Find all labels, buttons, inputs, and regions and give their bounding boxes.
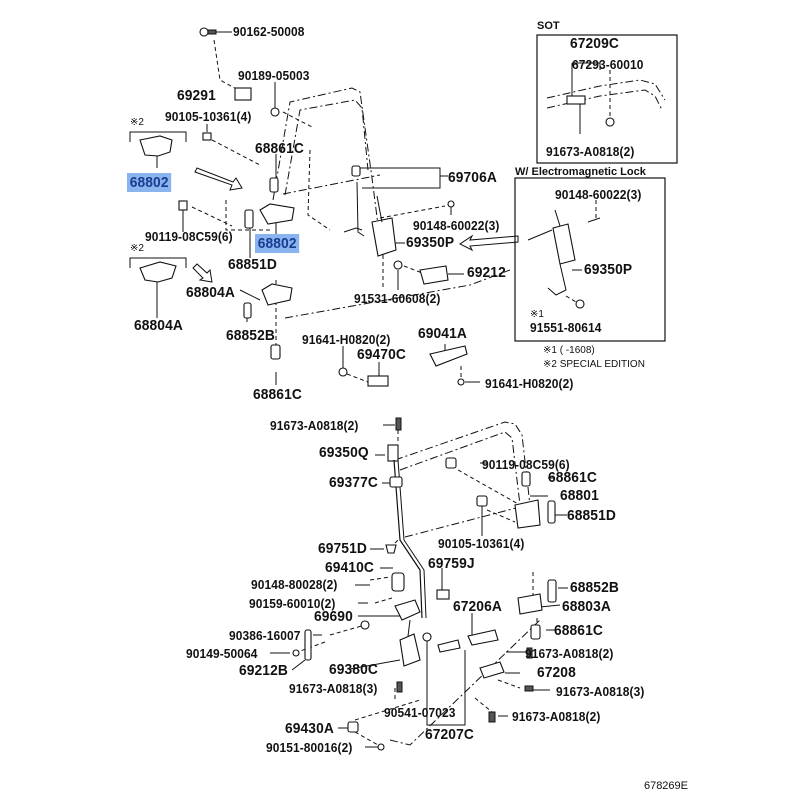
electromagnetic-lock-box-title: W/ Electromagnetic Lock <box>515 166 646 178</box>
part-number-label-68861c-bot2[interactable]: 68861C <box>554 622 603 639</box>
part-number-label-68804a-left[interactable]: 68804A <box>134 317 183 334</box>
part-number-label-68861c-bot1[interactable]: 68861C <box>548 469 597 486</box>
part-number-label-67206a[interactable]: 67206A <box>453 598 502 615</box>
upper-door-frame <box>272 87 511 319</box>
part-number-label-91641-h0820-a[interactable]: 91641-H0820(2) <box>302 332 391 347</box>
part-number-label-67208[interactable]: 67208 <box>537 664 576 681</box>
part-number-label-69350p-main[interactable]: 69350P <box>406 234 455 251</box>
part-number-label-91673-a0818-bot[interactable]: 91673-A0818(2) <box>512 709 601 724</box>
part-number-label-90119-08c59-top[interactable]: 90119-08C59(6) <box>145 229 233 244</box>
part-number-label-69430a[interactable]: 69430A <box>285 720 334 737</box>
part-number-label-68852b-top[interactable]: 68852B <box>226 327 275 344</box>
part-number-label-90119-08c59-bot[interactable]: 90119-08C59(6) <box>482 457 570 472</box>
part-number-label-90541-07023[interactable]: 90541-07023 <box>384 705 456 720</box>
part-number-label-67209c[interactable]: 67209C <box>570 35 619 52</box>
part-number-label-68801[interactable]: 68801 <box>560 487 599 504</box>
part-number-label-67207c[interactable]: 67207C <box>425 726 474 743</box>
special-edition-mark: ※2 <box>130 117 144 128</box>
electromagnetic-lock-inset-box <box>514 177 666 342</box>
part-number-label-69350q[interactable]: 69350Q <box>319 444 369 461</box>
part-number-label-69212[interactable]: 69212 <box>467 264 506 281</box>
part-number-label-69041a[interactable]: 69041A <box>418 325 467 342</box>
part-number-label-69212b[interactable]: 69212B <box>239 662 288 679</box>
part-number-label-91673-a0818-mid[interactable]: 91673-A0818(2) <box>525 646 614 661</box>
figure-id: 678269E <box>643 780 688 792</box>
part-number-label-69690[interactable]: 69690 <box>314 608 353 625</box>
lower-door-frame <box>389 421 541 746</box>
part-number-label-68861c-top[interactable]: 68861C <box>255 140 304 157</box>
part-number-label-90151-80016[interactable]: 90151-80016(2) <box>266 740 353 755</box>
part-number-label-68852b-bot[interactable]: 68852B <box>570 579 619 596</box>
part-number-label-68802-left[interactable]: 68802 <box>127 173 172 192</box>
footnote-special-edition: ※2 SPECIAL EDITION <box>543 359 645 370</box>
part-number-label-69410c[interactable]: 69410C <box>325 559 374 576</box>
part-number-label-91673-a0818-3b[interactable]: 91673-A0818(3) <box>556 684 645 699</box>
part-number-label-68804a-center[interactable]: 68804A <box>186 284 235 301</box>
part-number-label-91551-80614[interactable]: 91551-80614 <box>530 320 602 335</box>
part-number-label-90189-05003[interactable]: 90189-05003 <box>238 68 310 83</box>
footnote-date-range: ※1 ( -1608) <box>543 345 595 356</box>
part-number-label-91641-h0820-b[interactable]: 91641-H0820(2) <box>485 376 574 391</box>
part-number-label-91673-a0818-sot[interactable]: 91673-A0818(2) <box>546 144 635 159</box>
lower-parts <box>292 417 557 751</box>
part-number-label-69470c[interactable]: 69470C <box>357 346 406 363</box>
part-number-label-91673-a0818-3a[interactable]: 91673-A0818(3) <box>289 681 378 696</box>
part-number-label-90148-60022-main[interactable]: 90148-60022(3) <box>413 218 500 233</box>
part-number-label-90105-10361-top[interactable]: 90105-10361(4) <box>165 109 252 124</box>
part-number-label-91673-a0818-top2[interactable]: 91673-A0818(2) <box>270 418 359 433</box>
part-number-label-68851d-top[interactable]: 68851D <box>228 256 277 273</box>
special-edition-mark: ※2 <box>130 243 144 254</box>
date-range-mark: ※1 <box>530 309 544 320</box>
part-number-label-90148-80028[interactable]: 90148-80028(2) <box>251 577 338 592</box>
part-number-label-90386-16007[interactable]: 90386-16007 <box>229 628 301 643</box>
part-number-label-68851d-bot[interactable]: 68851D <box>567 507 616 524</box>
upper-parts <box>139 27 468 387</box>
part-number-label-68802-center[interactable]: 68802 <box>255 234 300 253</box>
part-number-label-69377c[interactable]: 69377C <box>329 474 378 491</box>
sot-inset-box <box>536 34 678 164</box>
part-number-label-90105-10361-bot[interactable]: 90105-10361(4) <box>438 536 525 551</box>
part-number-label-68861c-mid[interactable]: 68861C <box>253 386 302 403</box>
part-number-label-69380c[interactable]: 69380C <box>329 661 378 678</box>
part-number-label-67293-60010[interactable]: 67293-60010 <box>572 57 644 72</box>
part-number-label-69291[interactable]: 69291 <box>177 87 216 104</box>
part-number-label-69706a[interactable]: 69706A <box>448 169 497 186</box>
part-number-label-69350p-em[interactable]: 69350P <box>584 261 633 278</box>
part-number-label-69751d[interactable]: 69751D <box>318 540 367 557</box>
part-number-label-90159-60010[interactable]: 90159-60010(2) <box>249 596 336 611</box>
leader-lines-lower <box>270 424 568 748</box>
part-number-label-69759j[interactable]: 69759J <box>428 555 475 572</box>
part-number-label-91531-60608[interactable]: 91531-60608(2) <box>354 291 441 306</box>
part-number-label-90148-60022-em[interactable]: 90148-60022(3) <box>555 187 642 202</box>
part-number-label-90149-50064[interactable]: 90149-50064 <box>186 646 258 661</box>
part-number-label-90162-50008[interactable]: 90162-50008 <box>233 24 305 39</box>
part-number-label-68803a[interactable]: 68803A <box>562 598 611 615</box>
sot-box-title: SOT <box>537 20 560 32</box>
